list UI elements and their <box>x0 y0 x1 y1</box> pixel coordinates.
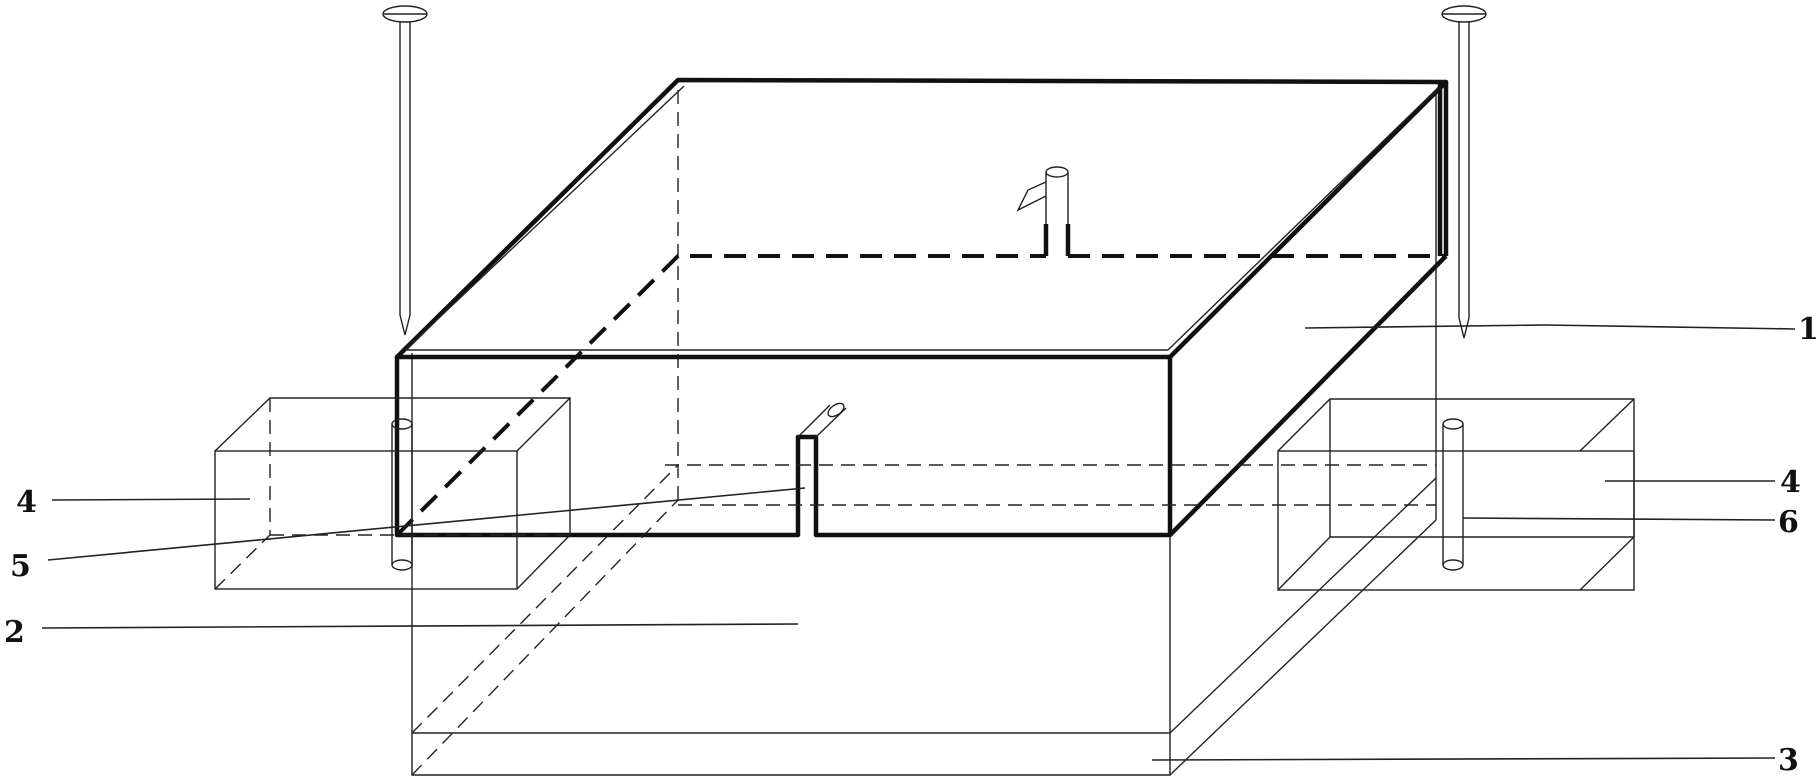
label-part-5: 5 <box>10 549 31 584</box>
leader-5 <box>47 487 806 561</box>
label-part-2: 2 <box>4 615 25 650</box>
notch-tube-back <box>1016 166 1069 224</box>
leader-1 <box>1304 324 1546 329</box>
side-block-left <box>214 397 571 590</box>
nail-left <box>382 5 428 336</box>
label-part-6: 6 <box>1778 505 1799 540</box>
rod-left <box>391 418 413 571</box>
rod-right <box>1442 418 1464 571</box>
label-part-3: 3 <box>1778 743 1799 778</box>
base-body <box>411 80 1437 776</box>
top-box <box>394 77 1449 538</box>
notch-tube-front <box>797 402 847 438</box>
nail-right <box>1441 5 1487 339</box>
label-part-1: 1 <box>1798 312 1819 347</box>
leader-lines <box>41 324 1796 761</box>
leader-6 <box>1462 517 1776 521</box>
leader-2 <box>41 623 799 629</box>
label-part-4-right: 4 <box>1780 465 1801 500</box>
leader-1b <box>1544 324 1796 330</box>
leader-4-left <box>51 498 251 501</box>
leader-3 <box>1151 757 1776 761</box>
side-block-right <box>1277 398 1635 591</box>
label-part-4-left: 4 <box>16 485 37 520</box>
